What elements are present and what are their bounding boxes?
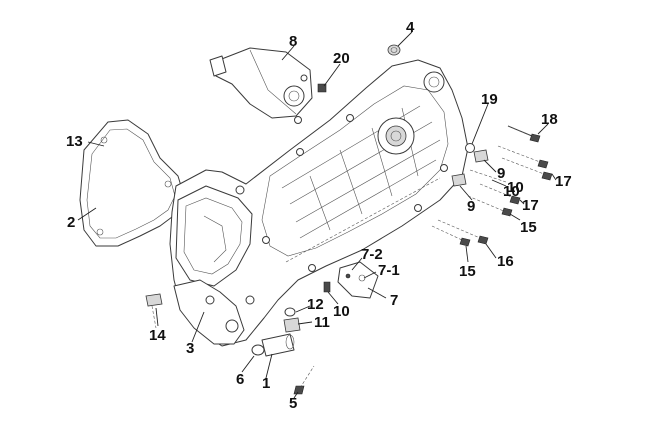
bolt-18 [507,125,541,143]
part-number-label: 7 [390,292,398,309]
pin-10-lower [323,281,331,293]
bolt-11 [283,317,301,333]
part-number-label: 18 [541,111,558,128]
part-number-label: 2 [67,214,75,231]
bushing-6 [251,344,265,356]
part-number-label: 3 [186,340,194,357]
plug-9-upper [473,149,489,163]
part-number-label: 9 [467,198,475,215]
part-number-label: 8 [289,33,297,50]
part-number-label: 12 [307,296,324,313]
part-number-label: 5 [289,395,297,412]
washer-12 [284,307,296,317]
bolt-17-upper [497,145,553,181]
bolt-17-lower [479,183,521,205]
part-number-label: 10 [507,179,524,196]
spacer-1 [261,333,295,357]
part-number-label: 1 [262,375,270,392]
part-number-label: 17 [555,173,572,190]
crankcase-gasket [79,119,185,247]
part-number-label: 7-2 [361,246,383,263]
part-number-label: 10 [503,183,520,200]
bolt-15-upper [467,195,513,217]
washer-19 [465,143,475,153]
part-number-label: 15 [459,263,476,280]
dowel-4 [387,44,401,56]
part-number-label: 17 [522,197,539,214]
leader-lines [77,31,557,399]
part-number-label: 10 [333,303,350,320]
bolt-15-lower [431,225,471,247]
bolt-10-right [469,169,507,183]
part-number-label: 13 [66,133,83,150]
part-number-label: 9 [497,165,505,182]
part-number-label: 14 [149,327,166,344]
stud-5 [293,365,315,395]
part-number-label: 20 [333,50,350,67]
part-number-label: 6 [236,371,244,388]
part-number-label: 11 [314,314,330,331]
bolt-16 [437,219,489,245]
part-number-label: 15 [520,219,537,236]
part-number-label: 16 [497,253,514,270]
starter-motor [209,47,313,124]
part-number-label: 19 [481,91,498,108]
crankcase-body [169,59,469,347]
plug-9-lower [451,173,467,187]
cover-plate-7 [337,261,379,299]
part-number-label: 4 [406,19,415,36]
part-number-label: 7-1 [378,262,400,279]
bolt-14 [145,293,163,329]
